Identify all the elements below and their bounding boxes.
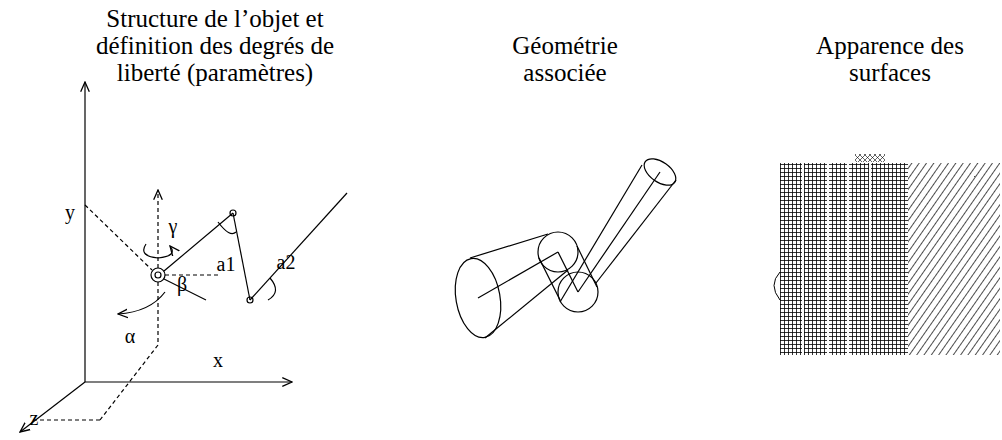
axis-label: y [64,201,76,223]
column-heading: Apparence des surfaces [810,32,970,86]
cylinder-geometry [449,153,680,341]
length-label: a1 [216,253,237,275]
angle-label: β [176,273,188,295]
surface-textures [774,154,1000,355]
angle-label: α [124,325,136,347]
length-label: a2 [276,251,297,273]
kinematic-structure [20,82,347,432]
axis-label: x [212,349,224,371]
column-heading: Géométrie associée [480,32,650,86]
column-heading: Structure de l’objet et définition des d… [63,5,367,86]
axis-label: z [29,407,40,429]
angle-label: γ [168,215,179,237]
